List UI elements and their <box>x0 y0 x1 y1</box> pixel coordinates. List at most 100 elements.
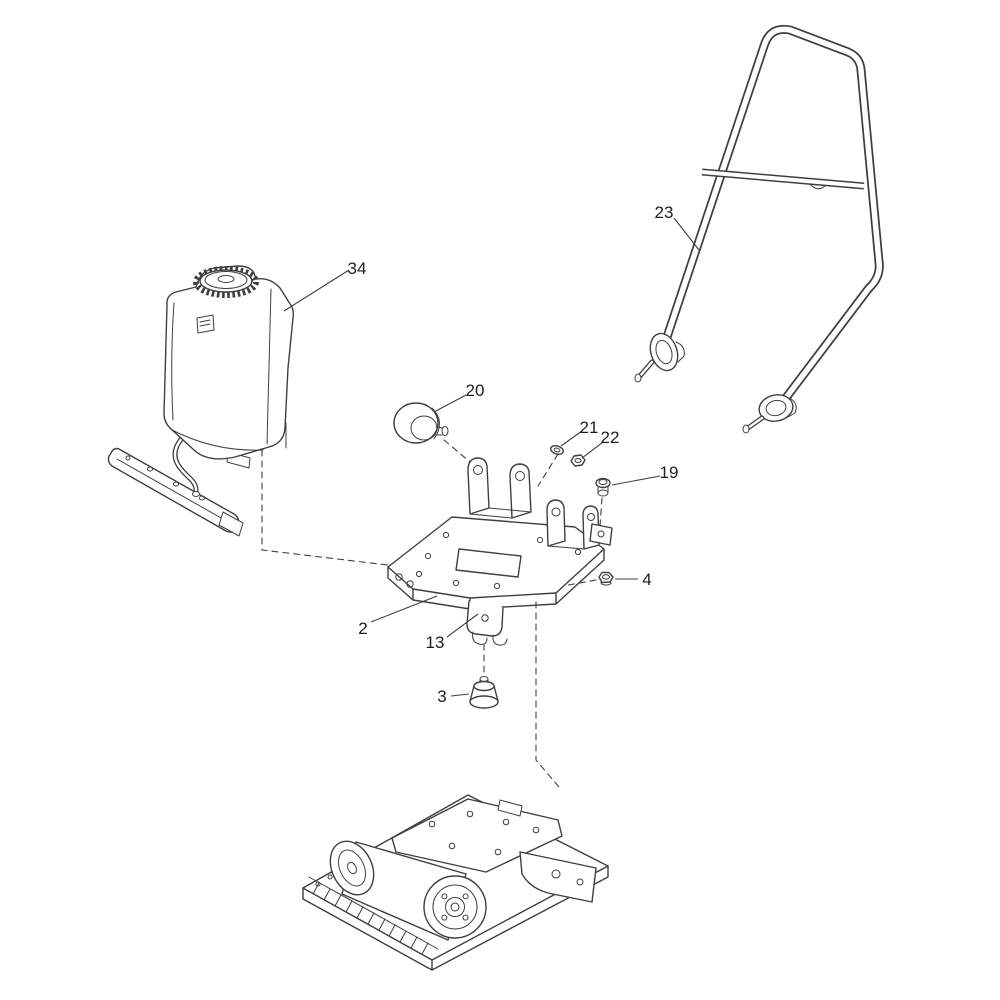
pulley-bolt <box>462 914 469 921</box>
sprinkler-bar <box>107 447 240 533</box>
callout-label-13: 13 <box>426 633 445 652</box>
bracket13-hook-right <box>492 634 508 646</box>
callout-label-19: 19 <box>660 463 679 482</box>
dash-tank-to-console <box>261 449 397 567</box>
console-hole <box>424 552 432 560</box>
right-axle-cap <box>742 424 750 434</box>
bar-hole <box>146 466 154 472</box>
part-13-bracket <box>466 600 508 646</box>
bracket-hole <box>551 869 561 879</box>
deck-hole <box>494 848 502 856</box>
deck-tab <box>497 799 523 817</box>
exciter-cylinder-end <box>329 840 375 896</box>
bracket-b-hole <box>551 507 561 517</box>
callouts: 34 23 20 21 22 19 4 2 <box>283 203 700 706</box>
base-right-bracket <box>519 851 597 903</box>
console-bracket-a-left-ear <box>467 457 490 515</box>
tank-contour <box>171 302 175 421</box>
buffer20-face <box>410 415 438 441</box>
frame-crossbar-notch <box>809 183 827 190</box>
tank-cap-top <box>204 271 248 289</box>
part-22-nut <box>570 454 586 467</box>
deck-hole <box>466 810 474 818</box>
bar-end-bracket <box>218 511 244 537</box>
callout-4: 4 <box>615 570 652 589</box>
bracket-b-hole <box>587 513 595 521</box>
console-cutout <box>455 548 522 578</box>
buffer20-stud <box>441 426 449 436</box>
buffer20-depth <box>431 407 440 440</box>
hose-nozzle <box>192 491 200 497</box>
frame-tube-inner <box>661 26 883 405</box>
dash-buffer20-to-console <box>443 439 471 463</box>
bolt-tab-hole <box>597 530 605 538</box>
bracket-a-web <box>469 507 532 519</box>
left-wheel-flap <box>675 341 685 363</box>
pulley-ring <box>432 884 478 930</box>
nut4-hole <box>602 574 610 580</box>
pulley-bolt <box>462 893 469 900</box>
console-hole <box>442 531 450 539</box>
leader-19 <box>611 475 661 486</box>
part-23-handle-frame <box>634 24 884 434</box>
bolt19-head-top <box>598 479 608 485</box>
callout-22: 22 <box>581 428 620 459</box>
console-tip-hole <box>395 573 403 581</box>
buffer20-body <box>393 402 439 444</box>
callout-2: 2 <box>358 595 438 638</box>
part-21-washer <box>549 444 565 456</box>
washer-inner <box>553 447 561 453</box>
callout-label-22: 22 <box>601 428 620 447</box>
bracket-a-hole <box>473 465 483 475</box>
deck-hole <box>448 842 456 850</box>
dash-console-to-baseplate <box>535 601 560 788</box>
assembly-dashed-lines <box>261 439 603 788</box>
leader-20 <box>433 394 467 413</box>
tank-cap-knurl <box>193 266 259 298</box>
callout-23: 23 <box>655 203 700 251</box>
base-plate-hatching <box>312 882 429 955</box>
leader-34 <box>283 269 350 312</box>
leader-2 <box>370 595 438 623</box>
bar-hole <box>198 495 206 501</box>
deck-hole <box>532 826 540 834</box>
console-hole <box>574 548 582 556</box>
part-20-rubber-buffer <box>393 402 449 444</box>
callout-13: 13 <box>426 613 479 652</box>
bolt19-tip <box>597 489 609 497</box>
callout-label-34: 34 <box>348 259 367 278</box>
bracket13-body <box>466 600 504 637</box>
console-bolt-tab <box>589 523 613 546</box>
tank-cap-center <box>217 275 235 283</box>
left-roller-wheel <box>649 332 679 372</box>
buffer3-top <box>473 680 495 692</box>
console-hole <box>493 582 501 590</box>
part-4-nut <box>598 571 614 586</box>
part-34-water-tank <box>107 265 295 537</box>
callout-19: 19 <box>611 463 679 486</box>
right-wheel-axle-inner <box>746 416 764 430</box>
tank-label-plate <box>196 314 215 334</box>
callout-label-23: 23 <box>655 203 674 222</box>
console-bracket-b-left-ear <box>546 499 566 547</box>
nut4-hex <box>598 571 614 584</box>
pulley-center <box>450 902 460 912</box>
washer-outer <box>549 444 565 456</box>
deck-hole <box>428 820 436 828</box>
callout-label-4: 4 <box>642 570 651 589</box>
deck-hole <box>502 818 510 826</box>
nut22-hole <box>574 458 582 463</box>
base-plate-thickness <box>302 865 609 971</box>
base-plate-hole <box>327 874 333 880</box>
callout-label-21: 21 <box>580 418 599 437</box>
bar-hole <box>125 455 131 461</box>
nut22-hex <box>570 454 586 467</box>
bracket-b-web <box>547 545 585 550</box>
tank-crease <box>266 288 272 445</box>
bracket-hole <box>576 878 584 886</box>
callout-label-3: 3 <box>437 687 446 706</box>
dash-washer-to-bracket <box>537 453 559 487</box>
left-wheel-axle-inner <box>638 360 654 378</box>
callout-label-2: 2 <box>358 619 367 638</box>
